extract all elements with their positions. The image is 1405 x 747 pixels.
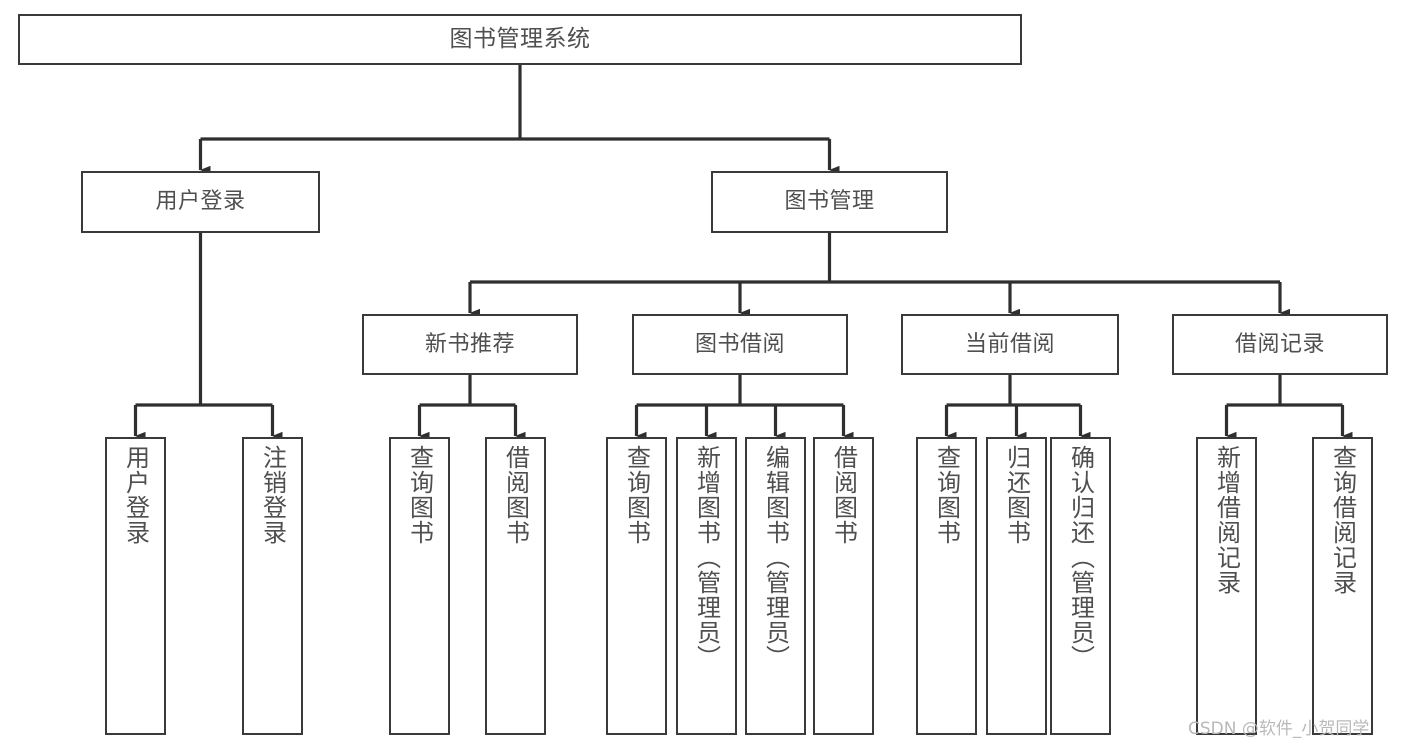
node-leaf-borrow-book-recommend-label: 借阅图书 — [501, 445, 530, 545]
node-leaf-logout-label: 注销登录 — [258, 445, 287, 545]
node-leaf-add-book[interactable]: 新增图书（管理员） — [676, 437, 737, 735]
node-leaf-edit-book-label: 编辑图书（管理员） — [761, 445, 790, 670]
node-leaf-user-login-label: 用户登录 — [121, 445, 150, 545]
node-user-login-label: 用户登录 — [155, 189, 246, 215]
node-root[interactable]: 图书管理系统 — [18, 14, 1022, 65]
node-leaf-confirm-return-label: 确认归还（管理员） — [1066, 445, 1095, 670]
node-leaf-query-borrow-record[interactable]: 查询借阅记录 — [1312, 437, 1373, 735]
node-leaf-user-login[interactable]: 用户登录 — [105, 437, 166, 735]
node-borrow-record-label: 借阅记录 — [1234, 331, 1325, 357]
node-root-label: 图书管理系统 — [449, 26, 591, 53]
node-book-borrow[interactable]: 图书借阅 — [632, 314, 848, 375]
node-leaf-return-book-label: 归还图书 — [1002, 445, 1031, 545]
node-book-borrow-label: 图书借阅 — [694, 331, 785, 357]
node-leaf-borrow-book-label: 借阅图书 — [829, 445, 858, 545]
node-leaf-query-book-borrow-label: 查询图书 — [622, 445, 651, 545]
node-leaf-borrow-book-recommend[interactable]: 借阅图书 — [485, 437, 546, 735]
node-leaf-query-book-current[interactable]: 查询图书 — [916, 437, 977, 735]
node-current-borrow-label: 当前借阅 — [964, 331, 1055, 357]
node-leaf-logout[interactable]: 注销登录 — [242, 437, 303, 735]
node-current-borrow[interactable]: 当前借阅 — [901, 314, 1119, 375]
node-book-management-label: 图书管理 — [784, 189, 875, 215]
node-leaf-query-book-current-label: 查询图书 — [932, 445, 961, 545]
node-leaf-edit-book[interactable]: 编辑图书（管理员） — [745, 437, 806, 735]
node-leaf-add-borrow-record[interactable]: 新增借阅记录 — [1196, 437, 1257, 735]
node-leaf-borrow-book[interactable]: 借阅图书 — [813, 437, 874, 735]
watermark: CSDN @软件_小贺同学 — [1188, 719, 1370, 739]
node-user-login[interactable]: 用户登录 — [81, 171, 320, 233]
node-book-management[interactable]: 图书管理 — [711, 171, 948, 233]
node-leaf-query-book-borrow[interactable]: 查询图书 — [606, 437, 667, 735]
node-leaf-query-book-recommend-label: 查询图书 — [405, 445, 434, 545]
node-leaf-return-book[interactable]: 归还图书 — [986, 437, 1047, 735]
node-leaf-add-borrow-record-label: 新增借阅记录 — [1212, 445, 1241, 595]
node-new-book-recommend-label: 新书推荐 — [424, 331, 515, 357]
node-leaf-confirm-return[interactable]: 确认归还（管理员） — [1050, 437, 1111, 735]
node-leaf-query-book-recommend[interactable]: 查询图书 — [389, 437, 450, 735]
node-borrow-record[interactable]: 借阅记录 — [1172, 314, 1388, 375]
node-leaf-query-borrow-record-label: 查询借阅记录 — [1328, 445, 1357, 595]
node-new-book-recommend[interactable]: 新书推荐 — [362, 314, 578, 375]
node-leaf-add-book-label: 新增图书（管理员） — [692, 445, 721, 670]
